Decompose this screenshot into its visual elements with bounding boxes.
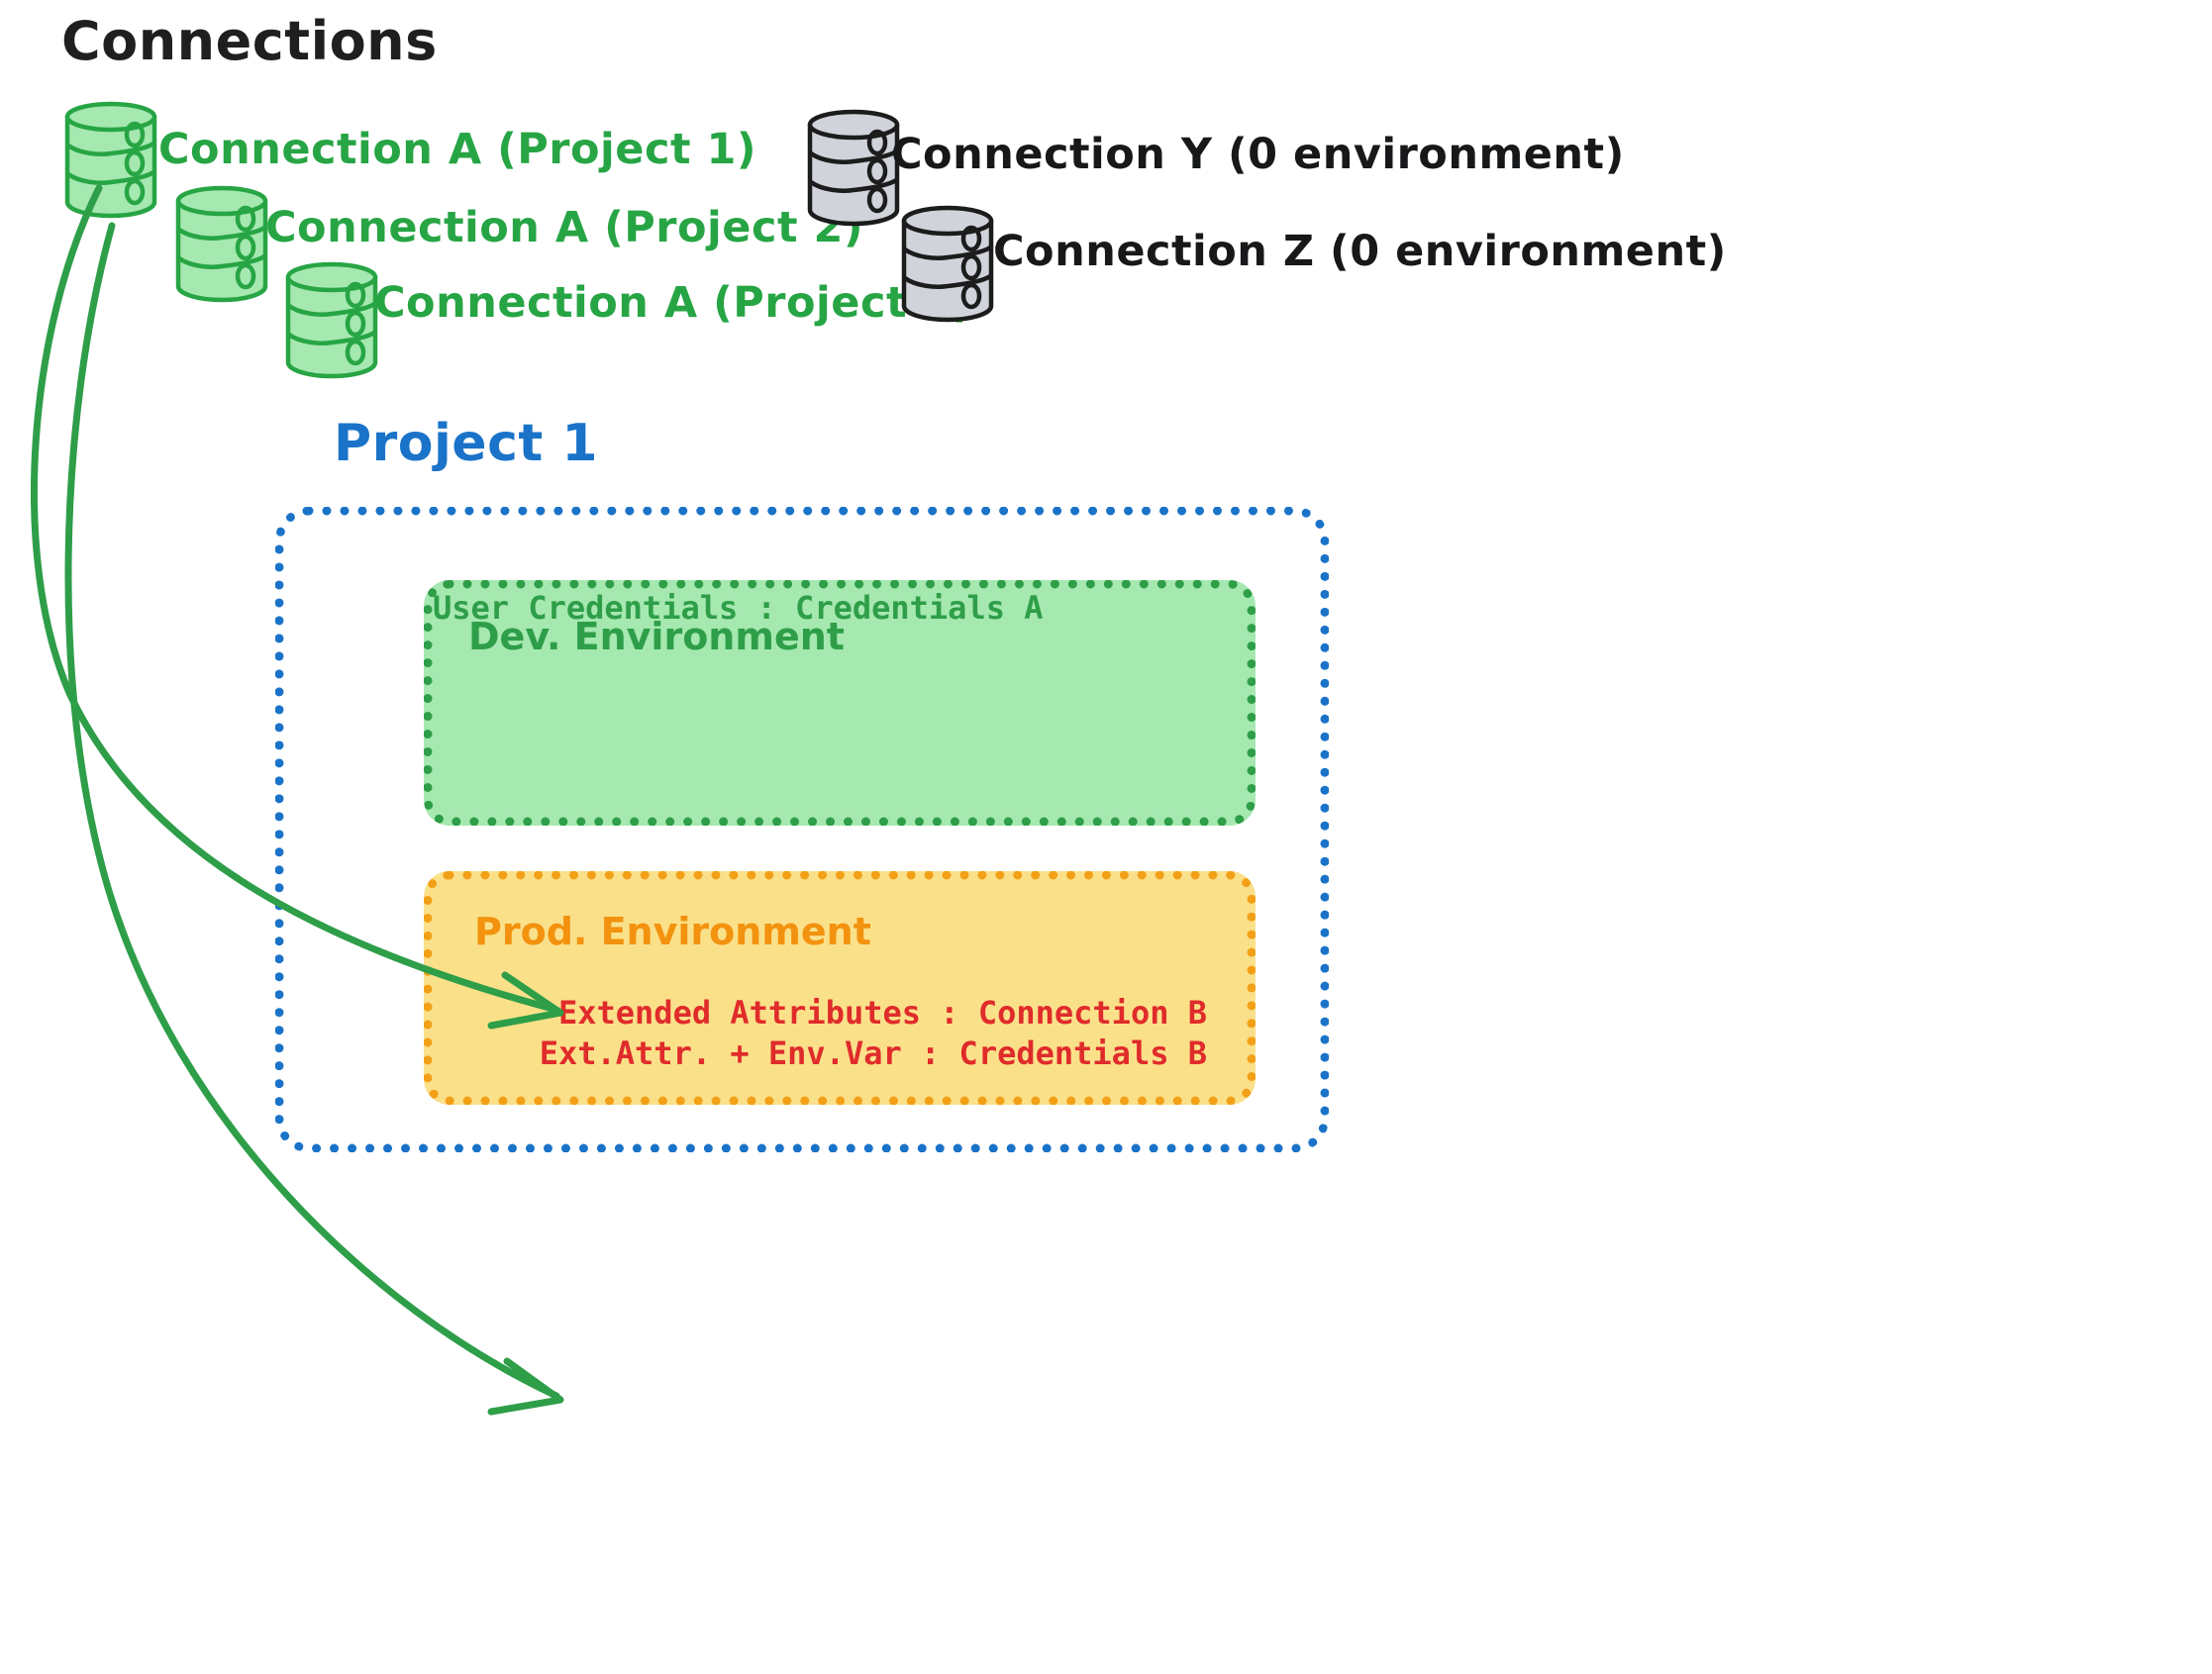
dev-environment-box: Dev. Environment User Credentials : Cred… — [424, 580, 1256, 826]
prod-extended-attributes-line: Extended Attributes : Connection B — [557, 994, 1207, 1033]
connection-label-z: Connection Z (0 environment) — [993, 227, 1727, 276]
database-cylinder-icon-connection-z — [896, 203, 1005, 331]
database-cylinder-icon-connection-a-1 — [59, 99, 168, 227]
database-cylinder-icon-connection-a-2 — [170, 183, 279, 311]
prod-environment-attributes: Extended Attributes : Connection B Ext.A… — [540, 993, 1207, 1074]
dev-environment-title: Dev. Environment — [468, 615, 845, 658]
connection-label-a-project-1: Connection A (Project 1) — [158, 125, 757, 174]
connection-label-y: Connection Y (0 environment) — [891, 130, 1625, 179]
database-cylinder-icon-connection-a-3 — [280, 259, 389, 387]
arrow-head-to-prod-environment — [487, 1357, 564, 1416]
project-title: Project 1 — [334, 414, 599, 473]
database-cylinder-icon-connection-y — [802, 107, 911, 235]
prod-environment-box: Prod. Environment Extended Attributes : … — [424, 871, 1256, 1105]
prod-env-var-line: Ext.Attr. + Env.Var : Credentials B — [539, 1034, 1207, 1073]
prod-environment-title: Prod. Environment — [474, 910, 871, 953]
connection-label-a-project-3: Connection A (Project 3) — [374, 278, 973, 328]
page-title-connections: Connections — [61, 10, 438, 72]
connection-label-a-project-2: Connection A (Project 2) — [265, 203, 864, 252]
